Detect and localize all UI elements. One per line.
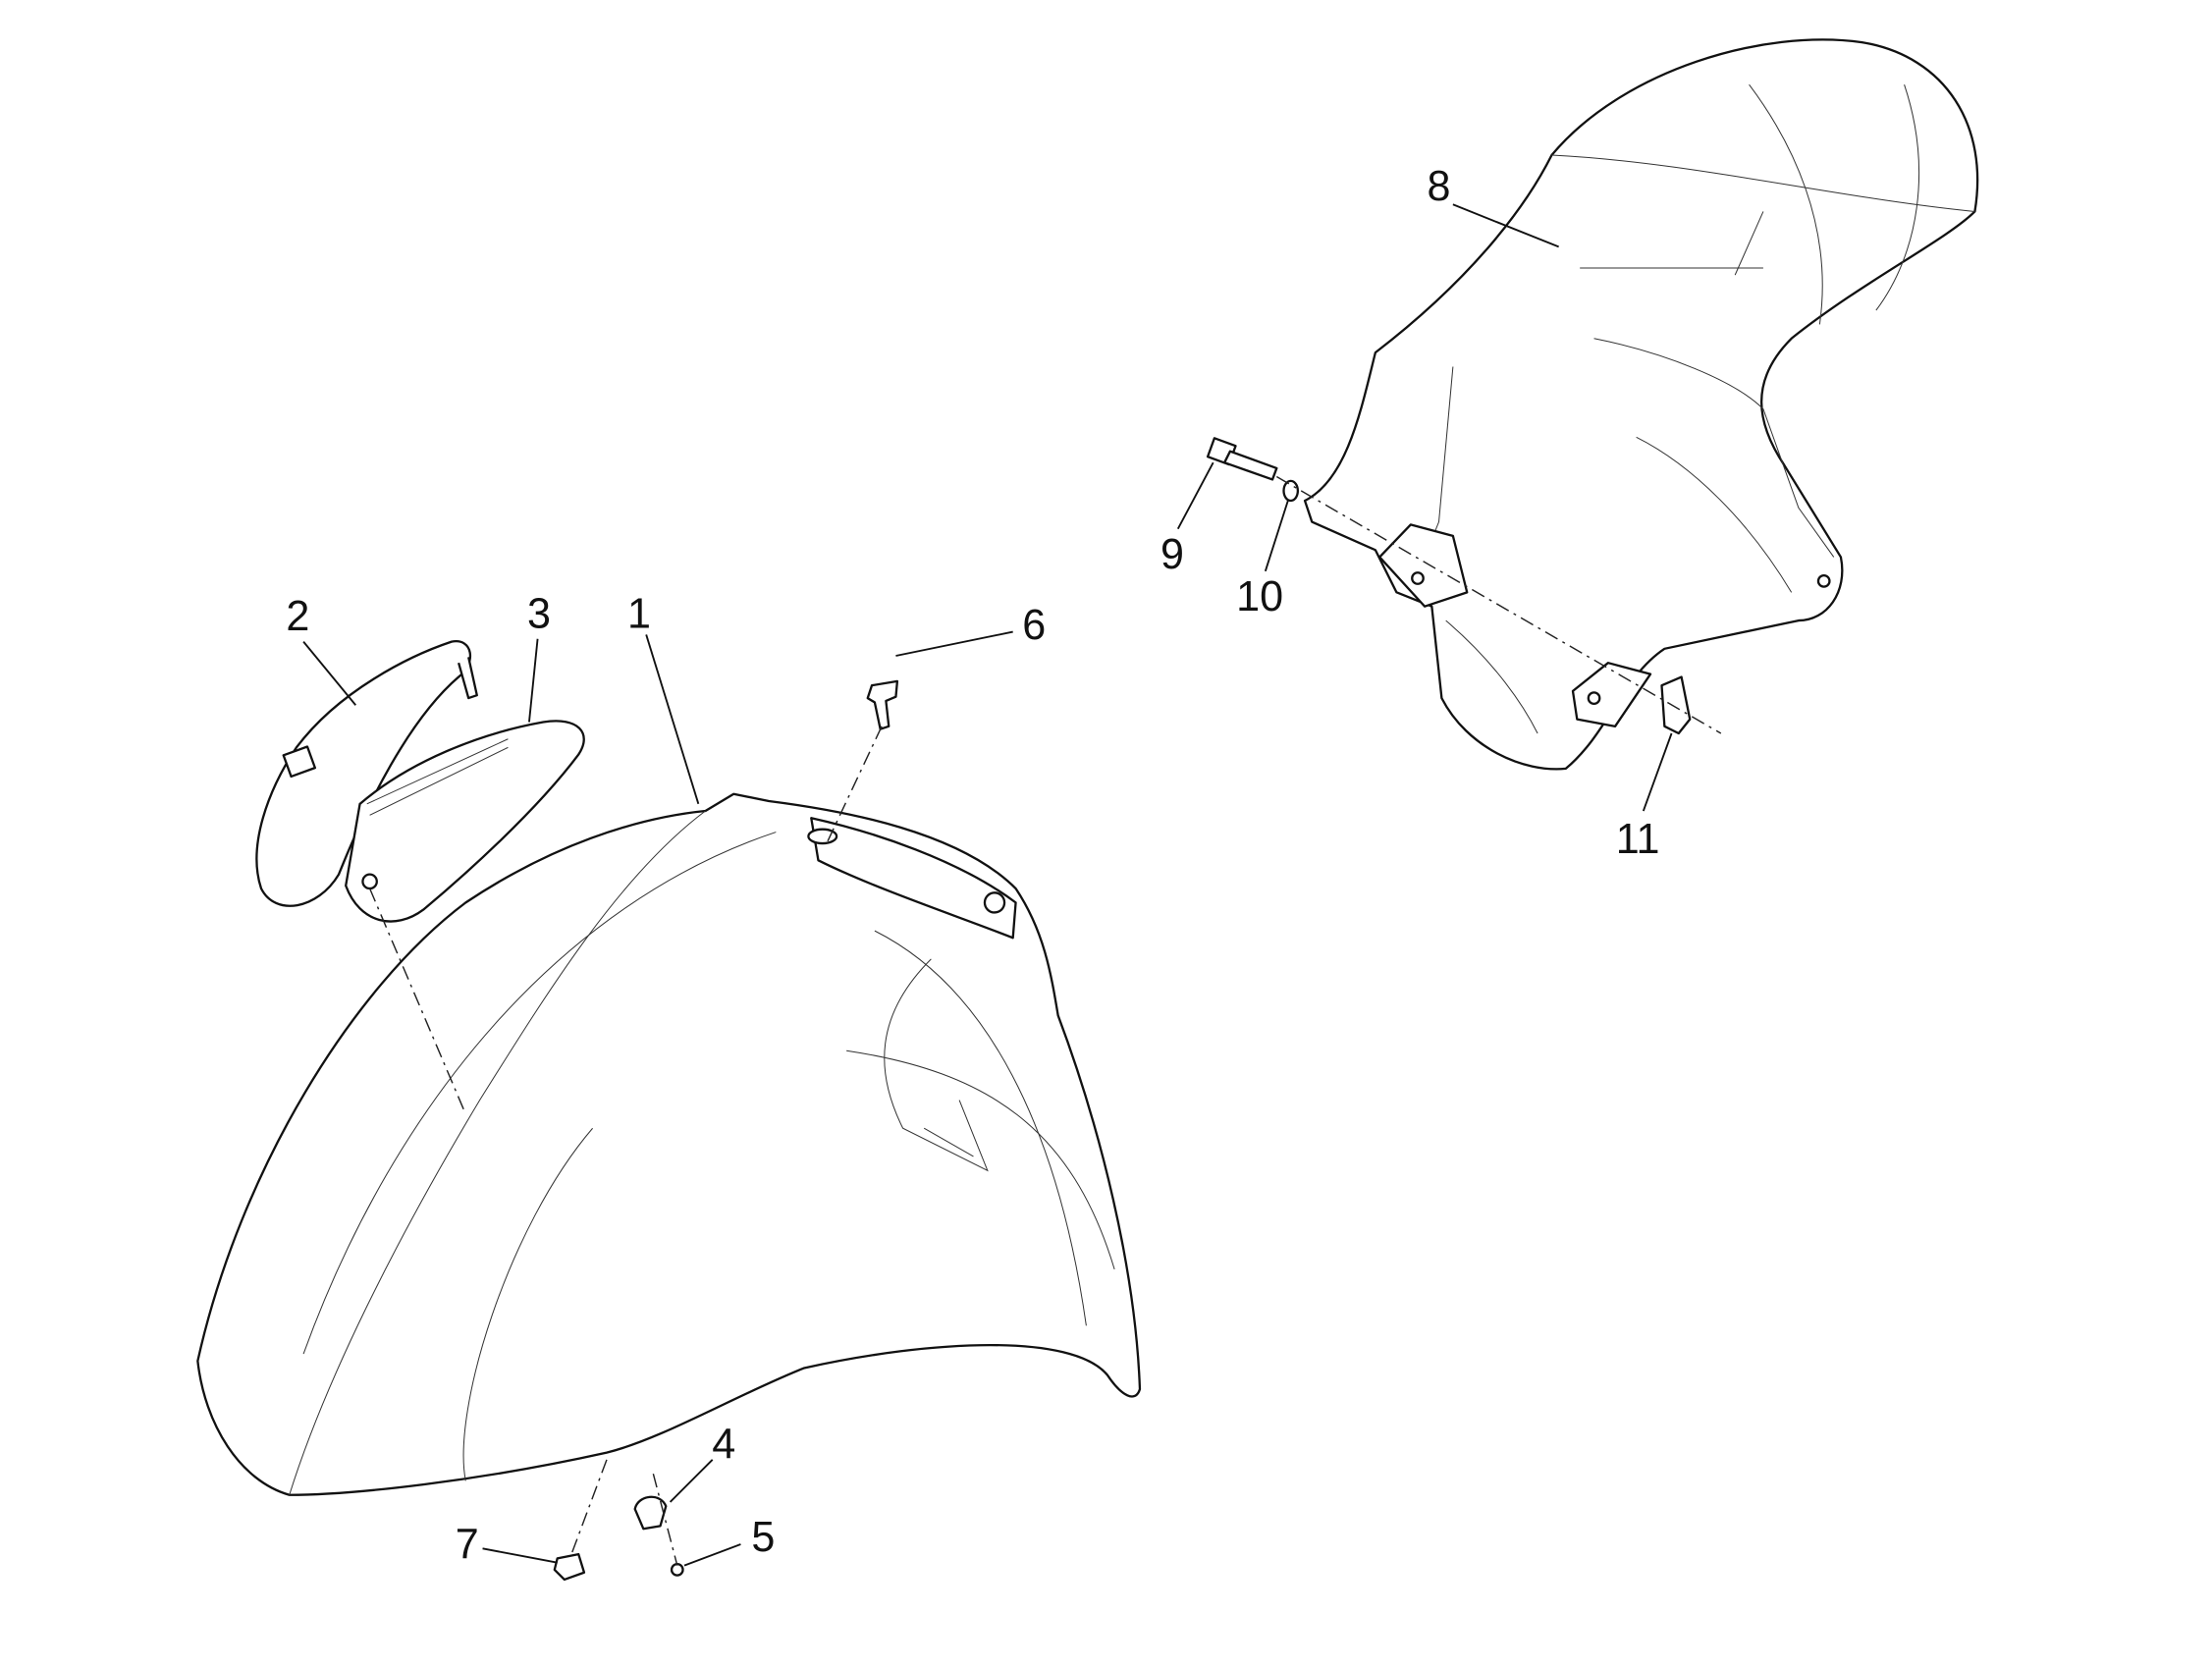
plug — [633, 1495, 668, 1531]
right-trim — [345, 720, 585, 923]
callout-9: 9 — [1160, 531, 1184, 578]
callout-7: 7 — [456, 1521, 479, 1568]
left-trim — [255, 640, 478, 907]
plug-axis-line — [652, 1474, 678, 1566]
washer — [1282, 479, 1300, 503]
screw-5 — [670, 1562, 684, 1577]
callout-8: 8 — [1428, 163, 1451, 210]
screw-6 — [866, 679, 899, 730]
callout-6: 6 — [1022, 602, 1046, 649]
nut-axis-line — [570, 1459, 608, 1555]
callout-10: 10 — [1236, 573, 1283, 620]
bolt — [1206, 437, 1278, 481]
trim-axis-line — [368, 887, 466, 1115]
callout-11: 11 — [1616, 816, 1660, 863]
screw-axis-line — [824, 726, 883, 847]
callout-2: 2 — [286, 593, 309, 640]
callout-4: 4 — [712, 1421, 735, 1468]
clip-nut — [1660, 675, 1692, 735]
callout-5: 5 — [751, 1514, 775, 1561]
rear-mudguard — [1303, 38, 1979, 771]
callout-3: 3 — [527, 590, 551, 637]
front-mudguard — [196, 792, 1142, 1496]
rear-axis-line — [1275, 475, 1722, 734]
leader-lines — [302, 203, 1673, 1567]
nut — [553, 1552, 586, 1582]
callout-1: 1 — [627, 590, 651, 637]
